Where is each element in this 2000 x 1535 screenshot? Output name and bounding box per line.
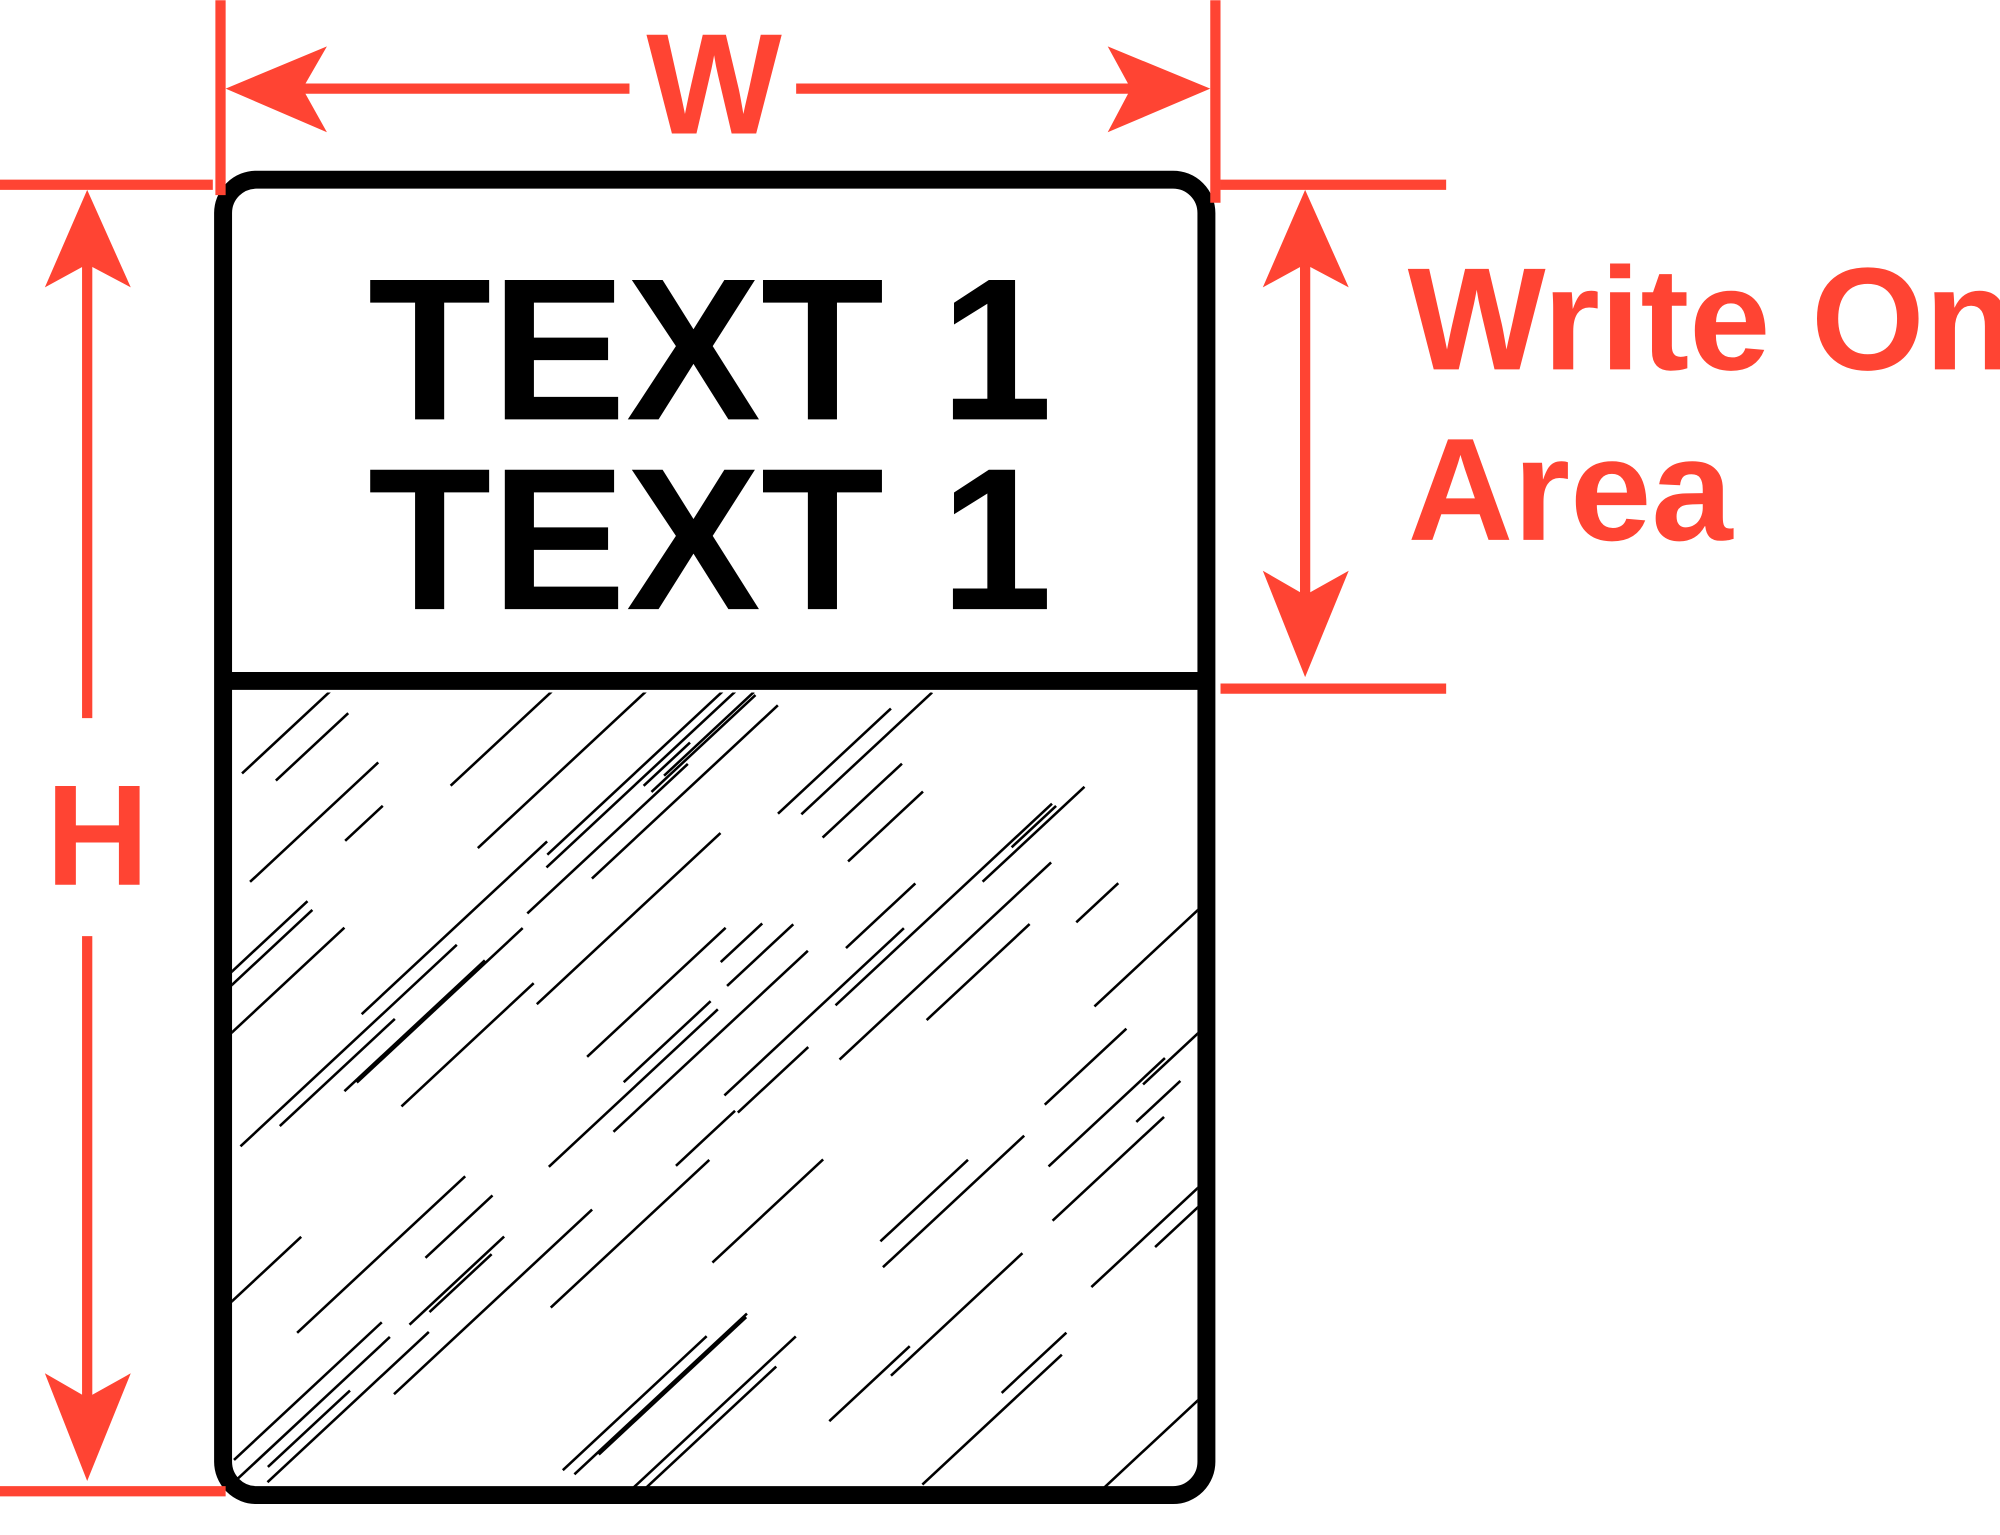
hatch-line bbox=[642, 741, 691, 787]
hatch-line bbox=[981, 785, 1086, 883]
hatch-line bbox=[879, 1158, 969, 1243]
hatch-line bbox=[355, 927, 524, 1084]
hatch-line bbox=[239, 943, 458, 1148]
hatch-line bbox=[675, 1109, 736, 1167]
hatch-line bbox=[360, 840, 548, 1016]
arrow-down-icon bbox=[44, 1373, 131, 1481]
hatch-line bbox=[1047, 1057, 1166, 1168]
hatch-line bbox=[591, 704, 779, 880]
hatch-line bbox=[232, 900, 309, 974]
label-text-line-1: TEXT 1 bbox=[368, 236, 1053, 462]
transparent-area-hatching bbox=[232, 692, 1198, 1488]
hatch-line bbox=[573, 1312, 748, 1476]
hatch-line bbox=[232, 909, 314, 987]
hatch-line bbox=[275, 712, 350, 782]
hatch-line bbox=[549, 1158, 711, 1309]
hatch-line bbox=[921, 1353, 1063, 1486]
hatch-line bbox=[428, 1253, 493, 1313]
hatch-line bbox=[597, 1316, 748, 1456]
hatch-line bbox=[777, 707, 892, 815]
hatch-line bbox=[1093, 908, 1198, 1008]
hatch-line bbox=[232, 1336, 391, 1486]
hatch-line bbox=[249, 761, 380, 883]
label-text-line-2: TEXT 1 bbox=[368, 426, 1053, 652]
hatch-line bbox=[535, 832, 722, 1006]
hatch-line bbox=[1043, 1027, 1128, 1106]
hatch-line bbox=[631, 1335, 797, 1488]
hatch-line bbox=[622, 1000, 712, 1084]
hatch-line bbox=[449, 692, 553, 787]
hatch-line bbox=[1154, 1205, 1198, 1249]
write-on-area-label-line-2: Area bbox=[1408, 408, 1735, 571]
hatch-line bbox=[800, 692, 933, 816]
hatch-line bbox=[828, 1345, 911, 1423]
hatch-line bbox=[266, 1330, 430, 1484]
hatch-line bbox=[845, 882, 917, 949]
height-dimension: H bbox=[0, 179, 226, 1497]
hatch-line bbox=[296, 1175, 467, 1334]
arrow-down-icon bbox=[1262, 570, 1349, 678]
hatch-line bbox=[545, 692, 737, 869]
width-dimension: W bbox=[215, 0, 1221, 203]
hatch-line bbox=[586, 926, 727, 1058]
hatch-line bbox=[838, 861, 1052, 1061]
hatch-line bbox=[723, 927, 905, 1097]
hatch-line bbox=[644, 1365, 778, 1488]
hatch-line bbox=[1135, 1079, 1182, 1123]
hatch-line bbox=[736, 1046, 810, 1114]
hatch-line bbox=[408, 1235, 505, 1326]
write-on-area-dimension: Write On Area bbox=[1220, 179, 2000, 694]
hatch-line bbox=[847, 790, 924, 863]
arrow-up-icon bbox=[1262, 189, 1349, 288]
arrow-left-icon bbox=[225, 46, 327, 133]
hatch-line bbox=[726, 923, 795, 987]
hatch-line bbox=[650, 694, 757, 793]
hatch-line bbox=[344, 804, 384, 842]
hatch-line bbox=[526, 762, 689, 915]
hatch-line bbox=[547, 1008, 719, 1168]
hatch-line bbox=[925, 923, 1031, 1021]
hatch-line bbox=[834, 802, 1053, 1007]
hatch-line bbox=[232, 926, 346, 1035]
hatch-line bbox=[233, 1321, 383, 1461]
height-label: H bbox=[46, 756, 150, 916]
hatch-line bbox=[561, 1335, 708, 1472]
hatch-line bbox=[1000, 1331, 1068, 1394]
hatch-line bbox=[343, 959, 486, 1093]
hatch-line bbox=[719, 922, 764, 964]
hatch-line bbox=[890, 1252, 1024, 1377]
hatch-line bbox=[1090, 1186, 1198, 1289]
hatch-line bbox=[546, 692, 724, 856]
hatch-line bbox=[424, 1194, 494, 1259]
hatch-line bbox=[882, 1134, 1026, 1269]
hatch-line bbox=[612, 949, 809, 1133]
width-label: W bbox=[646, 5, 782, 165]
hatch-line bbox=[711, 1158, 825, 1264]
arrow-up-icon bbox=[44, 189, 131, 288]
hatch-line bbox=[663, 692, 755, 777]
hatch-line bbox=[393, 1208, 593, 1396]
hatch-line bbox=[1142, 1032, 1198, 1086]
label-outline bbox=[214, 170, 1216, 1505]
hatch-line bbox=[821, 762, 903, 839]
hatch-line bbox=[278, 1017, 396, 1128]
hatch-line bbox=[1075, 882, 1120, 924]
hatch-line bbox=[241, 692, 331, 775]
hatch-line bbox=[1010, 804, 1057, 849]
hatch-line bbox=[476, 692, 647, 850]
hatch-line bbox=[232, 1235, 303, 1303]
hatch-line bbox=[1102, 1399, 1198, 1488]
arrow-right-icon bbox=[1107, 46, 1211, 133]
write-on-area-label-line-1: Write On bbox=[1408, 237, 2000, 400]
hatch-line bbox=[267, 1389, 351, 1468]
hatch-line bbox=[400, 982, 535, 1108]
hatch-line bbox=[1051, 1115, 1165, 1222]
